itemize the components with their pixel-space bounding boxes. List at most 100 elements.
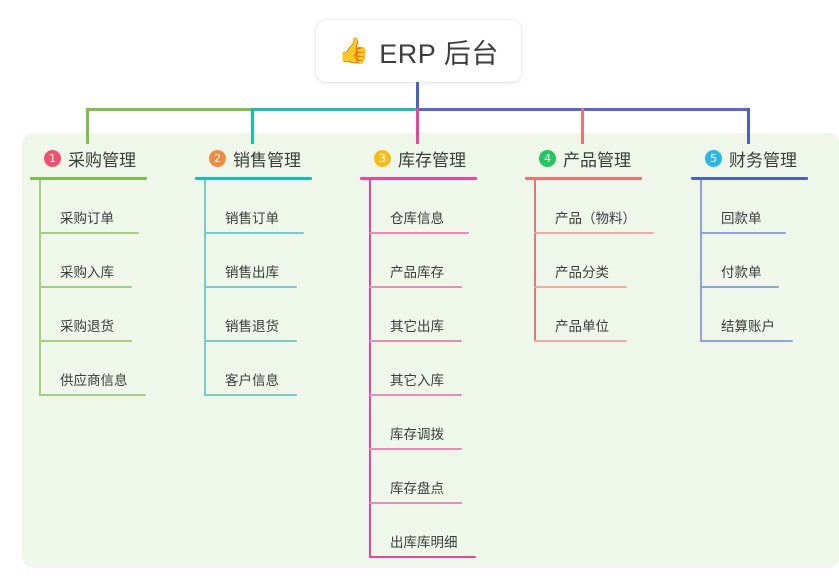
branch-rule-5 — [691, 177, 808, 180]
list-item[interactable]: 其它入库 — [360, 342, 510, 396]
root-label: ERP 后台 — [379, 38, 499, 69]
branch-badge-3: 3 — [374, 149, 391, 167]
list-item-rule — [700, 232, 786, 234]
list-item[interactable]: 产品分类 — [525, 234, 685, 288]
branch-column-5: 5 财务管理 回款单 付款单 结算账户 — [691, 146, 839, 342]
connector-trunk — [416, 82, 419, 110]
list-item-label: 库存调拨 — [390, 427, 444, 442]
list-item[interactable]: 库存调拨 — [360, 396, 510, 450]
list-item[interactable]: 产品（物料） — [525, 180, 685, 234]
list-item-label: 产品分类 — [555, 265, 609, 280]
branch-header-3[interactable]: 3 库存管理 — [360, 146, 510, 170]
branch-column-3: 3 库存管理 仓库信息 产品库存 其它出库 其它入库 库存调拨 — [360, 146, 510, 558]
branch-rule-3 — [360, 177, 477, 180]
list-item[interactable]: 采购退货 — [30, 288, 180, 342]
list-item-label: 销售退货 — [225, 319, 279, 334]
list-item-rule — [204, 232, 304, 234]
list-item[interactable]: 回款单 — [691, 180, 839, 234]
branch-spine-3 — [369, 180, 371, 558]
list-item[interactable]: 采购入库 — [30, 234, 180, 288]
list-item-rule — [369, 286, 462, 288]
branch-spine-5 — [700, 180, 702, 342]
branch-header-1[interactable]: 1 采购管理 — [30, 146, 180, 170]
branch-items-5: 回款单 付款单 结算账户 — [691, 180, 839, 342]
branch-badge-4: 4 — [539, 149, 556, 167]
list-item[interactable]: 销售出库 — [195, 234, 345, 288]
list-item-label: 产品单位 — [555, 319, 609, 334]
branch-header-2[interactable]: 2 销售管理 — [195, 146, 345, 170]
list-item[interactable]: 结算账户 — [691, 288, 839, 342]
branch-rule-1 — [30, 177, 147, 180]
list-item-rule — [39, 340, 132, 342]
branch-badge-1: 1 — [44, 149, 61, 167]
list-item-label: 产品库存 — [390, 265, 444, 280]
list-item[interactable]: 销售订单 — [195, 180, 345, 234]
branch-column-2: 2 销售管理 销售订单 销售出库 销售退货 客户信息 — [195, 146, 345, 396]
list-item[interactable]: 库存盘点 — [360, 450, 510, 504]
list-item[interactable]: 客户信息 — [195, 342, 345, 396]
branch-header-4[interactable]: 4 产品管理 — [525, 146, 685, 170]
branch-spine-2 — [204, 180, 206, 396]
list-item-rule — [369, 556, 476, 558]
list-item-rule — [700, 286, 779, 288]
list-item-label: 仓库信息 — [390, 211, 444, 226]
branch-title-5: 财务管理 — [729, 150, 797, 170]
list-item-label: 库存盘点 — [390, 481, 444, 496]
list-item[interactable]: 仓库信息 — [360, 180, 510, 234]
branch-title-2: 销售管理 — [233, 150, 301, 170]
list-item-label: 销售订单 — [225, 211, 279, 226]
branch-badge-2: 2 — [209, 149, 226, 167]
branch-badge-5: 5 — [705, 149, 722, 167]
list-item-rule — [534, 286, 627, 288]
list-item-label: 其它出库 — [390, 319, 444, 334]
list-item-label: 产品（物料） — [555, 211, 636, 226]
list-item-rule — [534, 232, 654, 234]
connector-drop-1 — [86, 108, 89, 144]
list-item[interactable]: 出库库明细 — [360, 504, 510, 558]
branch-items-3: 仓库信息 产品库存 其它出库 其它入库 库存调拨 库存盘点 — [360, 180, 510, 558]
list-item-label: 其它入库 — [390, 373, 444, 388]
branch-items-4: 产品（物料） 产品分类 产品单位 — [525, 180, 685, 342]
connector-drop-3 — [416, 108, 419, 144]
list-item-rule — [204, 286, 297, 288]
connector-bar-green — [86, 108, 254, 111]
list-item-label: 采购订单 — [60, 211, 114, 226]
list-item-rule — [700, 340, 793, 342]
list-item[interactable]: 产品单位 — [525, 288, 685, 342]
branch-column-1: 1 采购管理 采购订单 采购入库 采购退货 供应商信息 — [30, 146, 180, 396]
list-item[interactable]: 付款单 — [691, 234, 839, 288]
list-item-label: 客户信息 — [225, 373, 279, 388]
branch-rule-4 — [525, 177, 642, 180]
list-item-label: 采购退货 — [60, 319, 114, 334]
list-item[interactable]: 其它出库 — [360, 288, 510, 342]
branch-spine-4 — [534, 180, 536, 342]
list-item-rule — [204, 394, 297, 396]
list-item[interactable]: 产品库存 — [360, 234, 510, 288]
list-item-label: 采购入库 — [60, 265, 114, 280]
branch-items-2: 销售订单 销售出库 销售退货 客户信息 — [195, 180, 345, 396]
branch-title-4: 产品管理 — [563, 150, 631, 170]
branch-header-5[interactable]: 5 财务管理 — [691, 146, 839, 170]
list-item[interactable]: 销售退货 — [195, 288, 345, 342]
connector-drop-4 — [581, 108, 584, 144]
list-item[interactable]: 采购订单 — [30, 180, 180, 234]
list-item-rule — [369, 232, 469, 234]
list-item-rule — [39, 394, 146, 396]
list-item-rule — [534, 340, 627, 342]
list-item[interactable]: 供应商信息 — [30, 342, 180, 396]
connector-drop-5 — [747, 108, 750, 144]
branch-title-1: 采购管理 — [68, 150, 136, 170]
connector-bar-teal — [252, 108, 420, 111]
connector-drop-2 — [251, 108, 254, 144]
list-item-rule — [39, 232, 139, 234]
list-item-label: 销售出库 — [225, 265, 279, 280]
root-node[interactable]: 👍 ERP 后台 — [316, 20, 521, 82]
list-item-label: 回款单 — [721, 211, 762, 226]
list-item-rule — [369, 502, 462, 504]
list-item-label: 出库库明细 — [390, 535, 458, 550]
list-item-rule — [39, 286, 132, 288]
branch-title-3: 库存管理 — [398, 150, 466, 170]
branch-rule-2 — [195, 177, 312, 180]
branch-items-1: 采购订单 采购入库 采购退货 供应商信息 — [30, 180, 180, 396]
